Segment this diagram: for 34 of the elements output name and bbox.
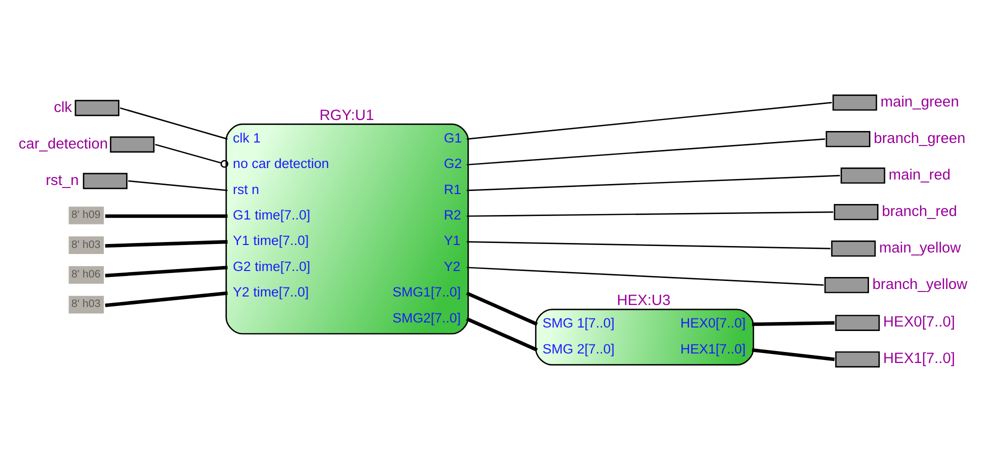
node-label: HEX1[7..0] bbox=[883, 351, 956, 368]
node-label: HEX:U3 bbox=[616, 293, 671, 310]
node-label: branch_red bbox=[882, 204, 958, 220]
node-label: main_red bbox=[888, 167, 951, 184]
connector bbox=[105, 214, 228, 218]
connector bbox=[120, 107, 228, 140]
node-box: 8' h06 bbox=[68, 266, 104, 284]
connector bbox=[466, 241, 830, 250]
connector bbox=[466, 211, 834, 217]
node-label: branch_yellow bbox=[872, 276, 968, 293]
node-label: RGY:U1 bbox=[319, 108, 374, 124]
connector bbox=[128, 180, 228, 192]
connector bbox=[155, 144, 228, 168]
connector bbox=[466, 138, 826, 166]
node-label: main_green bbox=[880, 94, 959, 110]
connector bbox=[466, 317, 538, 352]
node-label: main_yellow bbox=[879, 240, 961, 256]
connector bbox=[466, 292, 538, 326]
node-label: rst_n bbox=[46, 172, 79, 189]
node-label: clk bbox=[54, 100, 72, 116]
connector bbox=[752, 321, 835, 326]
node-box: 8' h03 bbox=[68, 296, 104, 314]
connector bbox=[105, 291, 228, 308]
connector bbox=[105, 240, 228, 248]
connector bbox=[466, 102, 832, 140]
node-box: 8' h03 bbox=[68, 236, 104, 254]
connector bbox=[466, 174, 840, 192]
connector bbox=[105, 266, 228, 278]
node-label: HEX0[7..0] bbox=[883, 314, 956, 331]
node-label: car_detection bbox=[18, 136, 108, 152]
node-label: branch_green bbox=[874, 130, 966, 147]
connector bbox=[466, 266, 824, 286]
node-box: 8' h09 bbox=[68, 206, 104, 224]
connector bbox=[752, 348, 835, 362]
